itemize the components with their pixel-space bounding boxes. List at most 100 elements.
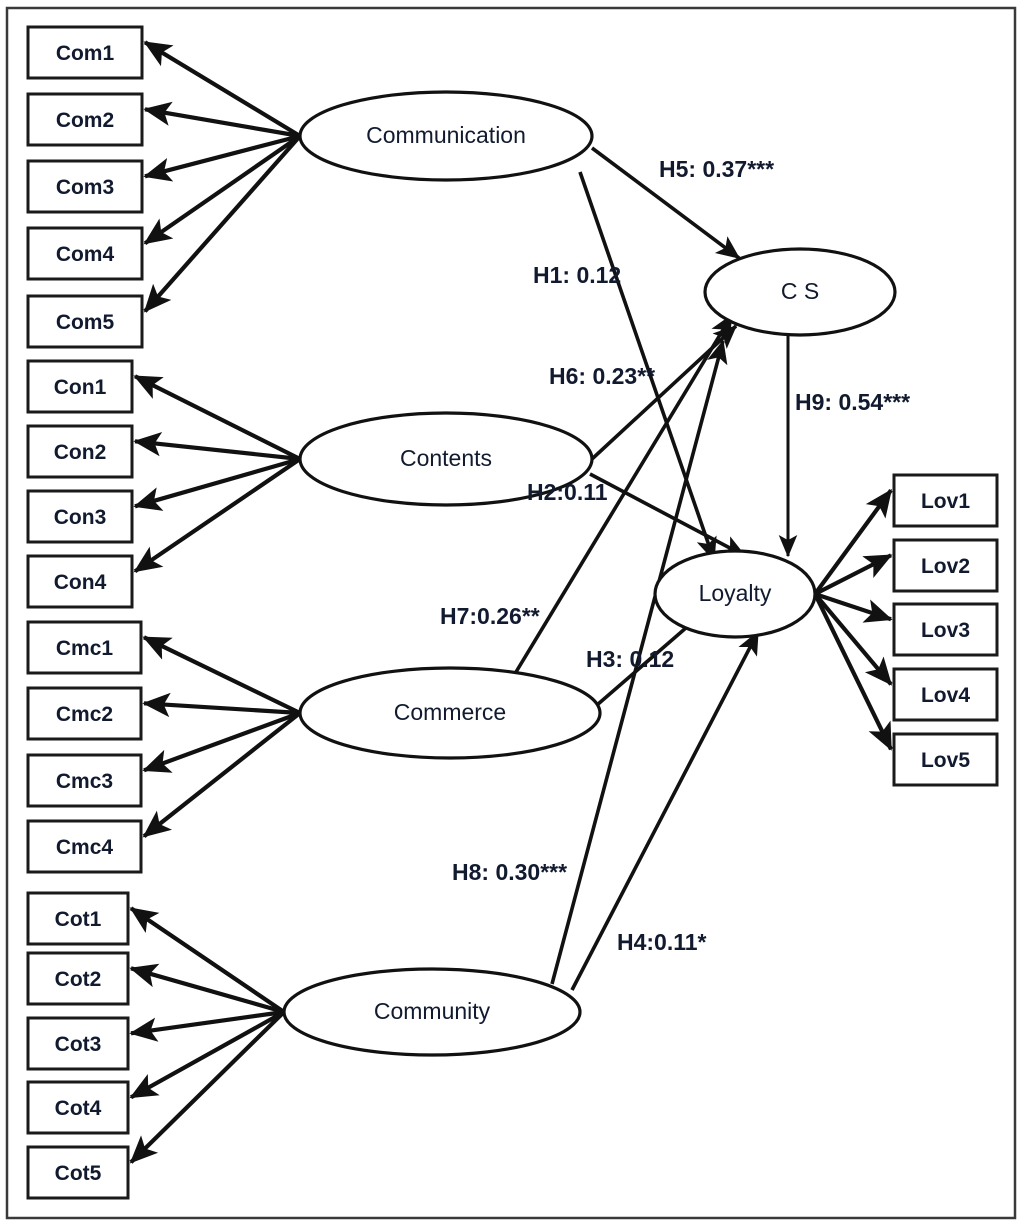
indicator-rect-cmc3: [26, 753, 143, 808]
latent-ellipse-loyalty: [653, 549, 817, 639]
indicator-box-cot3: Cot3: [26, 1016, 130, 1071]
indicator-box-cot5: Cot5: [26, 1145, 130, 1200]
indicator-rect-com5: [26, 294, 144, 349]
structural-arrow-h2: [589, 472, 747, 558]
indicator-rect-con3: [26, 489, 134, 544]
indicator-rect-com3: [26, 159, 144, 214]
indicator-rect-lov3: [892, 602, 999, 657]
outer-border: [5, 6, 1017, 1220]
indicator-box-com3: Com3: [26, 159, 144, 214]
structural-arrow-h7: [514, 313, 734, 673]
indicator-label-lov4: Lov4: [921, 684, 970, 707]
indicator-rect-cot4: [26, 1080, 130, 1135]
indicator-rect-com1: [26, 25, 144, 80]
latent-label-loyalty: Loyalty: [699, 580, 772, 606]
indicator-label-con3: Con3: [54, 506, 107, 529]
latent-variable-community: Community: [282, 967, 582, 1057]
indicator-label-com2: Com2: [56, 109, 114, 132]
measurement-arrow-contents-to-con1: [133, 374, 301, 461]
indicator-label-con1: Con1: [54, 376, 107, 399]
indicator-box-lov4: Lov4: [892, 667, 999, 722]
indicator-rect-com2: [26, 92, 144, 147]
indicator-box-lov5: Lov5: [892, 732, 999, 787]
structural-arrow-h5: [590, 146, 741, 260]
indicator-rect-con2: [26, 424, 134, 479]
measurement-arrow-contents-to-con3: [133, 456, 301, 511]
indicator-box-cot4: Cot4: [26, 1080, 130, 1135]
diagram-frame: [5, 6, 1017, 1220]
indicator-rect-con1: [26, 359, 134, 414]
latent-ellipse-communication: [298, 90, 594, 182]
indicator-box-com1: Com1: [26, 25, 144, 80]
indicator-label-com4: Com4: [56, 243, 115, 266]
latent-ellipse-community: [282, 967, 582, 1057]
indicator-box-com2: Com2: [26, 92, 144, 147]
indicator-label-cmc4: Cmc4: [56, 836, 114, 859]
measurement-arrow-community-to-cot4: [129, 1010, 286, 1100]
indicator-rect-cmc4: [26, 819, 143, 874]
latent-ellipse-cs: [703, 247, 897, 337]
indicator-box-con4: Con4: [26, 554, 134, 609]
indicator-box-com5: Com5: [26, 294, 144, 349]
path-label-h1: H1: 0.12: [533, 262, 621, 288]
measurement-arrow-commerce-to-cmc4: [142, 711, 302, 838]
indicator-box-lov3: Lov3: [892, 602, 999, 657]
indicator-rect-com4: [26, 226, 144, 281]
measurement-arrow-communication-to-com1: [143, 40, 302, 138]
indicator-label-lov3: Lov3: [921, 619, 970, 642]
measurement-arrow-commerce-to-cmc2: [142, 692, 301, 718]
indicator-rect-lov5: [892, 732, 999, 787]
latent-label-commerce: Commerce: [394, 699, 506, 725]
indicator-label-cot3: Cot3: [55, 1033, 102, 1056]
indicator-box-con1: Con1: [26, 359, 134, 414]
measurement-arrow-community-to-cot5: [129, 1010, 286, 1164]
indicator-label-cot1: Cot1: [55, 908, 102, 931]
latent-ellipse-contents: [298, 411, 594, 507]
structural-arrows-group: [514, 146, 798, 991]
path-label-h3: H3: 0.12: [586, 646, 674, 672]
latent-label-cs: C S: [781, 278, 819, 304]
path-label-h8: H8: 0.30***: [452, 859, 567, 885]
indicator-label-cot5: Cot5: [55, 1162, 102, 1185]
indicator-label-cmc3: Cmc3: [56, 770, 113, 793]
path-label-h6: H6: 0.23**: [549, 363, 655, 389]
indicator-box-lov1: Lov1: [892, 473, 999, 528]
indicator-label-cmc2: Cmc2: [56, 703, 113, 726]
indicator-label-com3: Com3: [56, 176, 114, 199]
measurement-arrow-loyalty-to-lov4: [813, 592, 893, 686]
indicator-rect-cot1: [26, 891, 130, 946]
path-label-h9: H9: 0.54***: [795, 389, 910, 415]
indicator-rect-cmc2: [26, 686, 143, 741]
indicator-label-lov2: Lov2: [921, 555, 970, 578]
measurement-arrow-communication-to-com5: [143, 134, 302, 313]
structural-arrow-h8: [550, 339, 728, 985]
indicator-box-cot1: Cot1: [26, 891, 130, 946]
indicator-box-cmc4: Cmc4: [26, 819, 143, 874]
latent-variable-commerce: Commerce: [298, 666, 602, 760]
latent-label-communication: Communication: [366, 122, 526, 148]
latent-variable-loyalty: Loyalty: [653, 549, 817, 639]
indicator-rect-con4: [26, 554, 134, 609]
structural-arrow-h1: [578, 171, 717, 562]
measurement-arrow-community-to-cot1: [129, 906, 286, 1014]
indicator-label-con4: Con4: [54, 571, 107, 594]
indicator-box-con3: Con3: [26, 489, 134, 544]
path-label-h2: H2:0.11: [527, 479, 608, 505]
indicator-box-cot2: Cot2: [26, 951, 130, 1006]
measurement-arrow-contents-to-con4: [133, 457, 302, 574]
indicator-label-cot2: Cot2: [55, 968, 102, 991]
indicator-rect-cot2: [26, 951, 130, 1006]
path-label-h7: H7:0.26**: [440, 603, 540, 629]
indicator-label-cot4: Cot4: [55, 1097, 102, 1120]
indicator-boxes-group: Com1Com2Com3Com4Com5Con1Con2Con3Con4Cmc1…: [26, 25, 999, 1200]
measurement-arrow-community-to-cot3: [129, 1009, 285, 1042]
path-label-h4: H4:0.11*: [617, 929, 707, 955]
indicator-label-cmc1: Cmc1: [56, 637, 114, 660]
measurement-arrow-communication-to-com3: [143, 133, 301, 182]
indicator-rect-cmc1: [26, 620, 143, 675]
latent-label-contents: Contents: [400, 445, 492, 471]
measurement-arrow-loyalty-to-lov3: [814, 592, 893, 623]
